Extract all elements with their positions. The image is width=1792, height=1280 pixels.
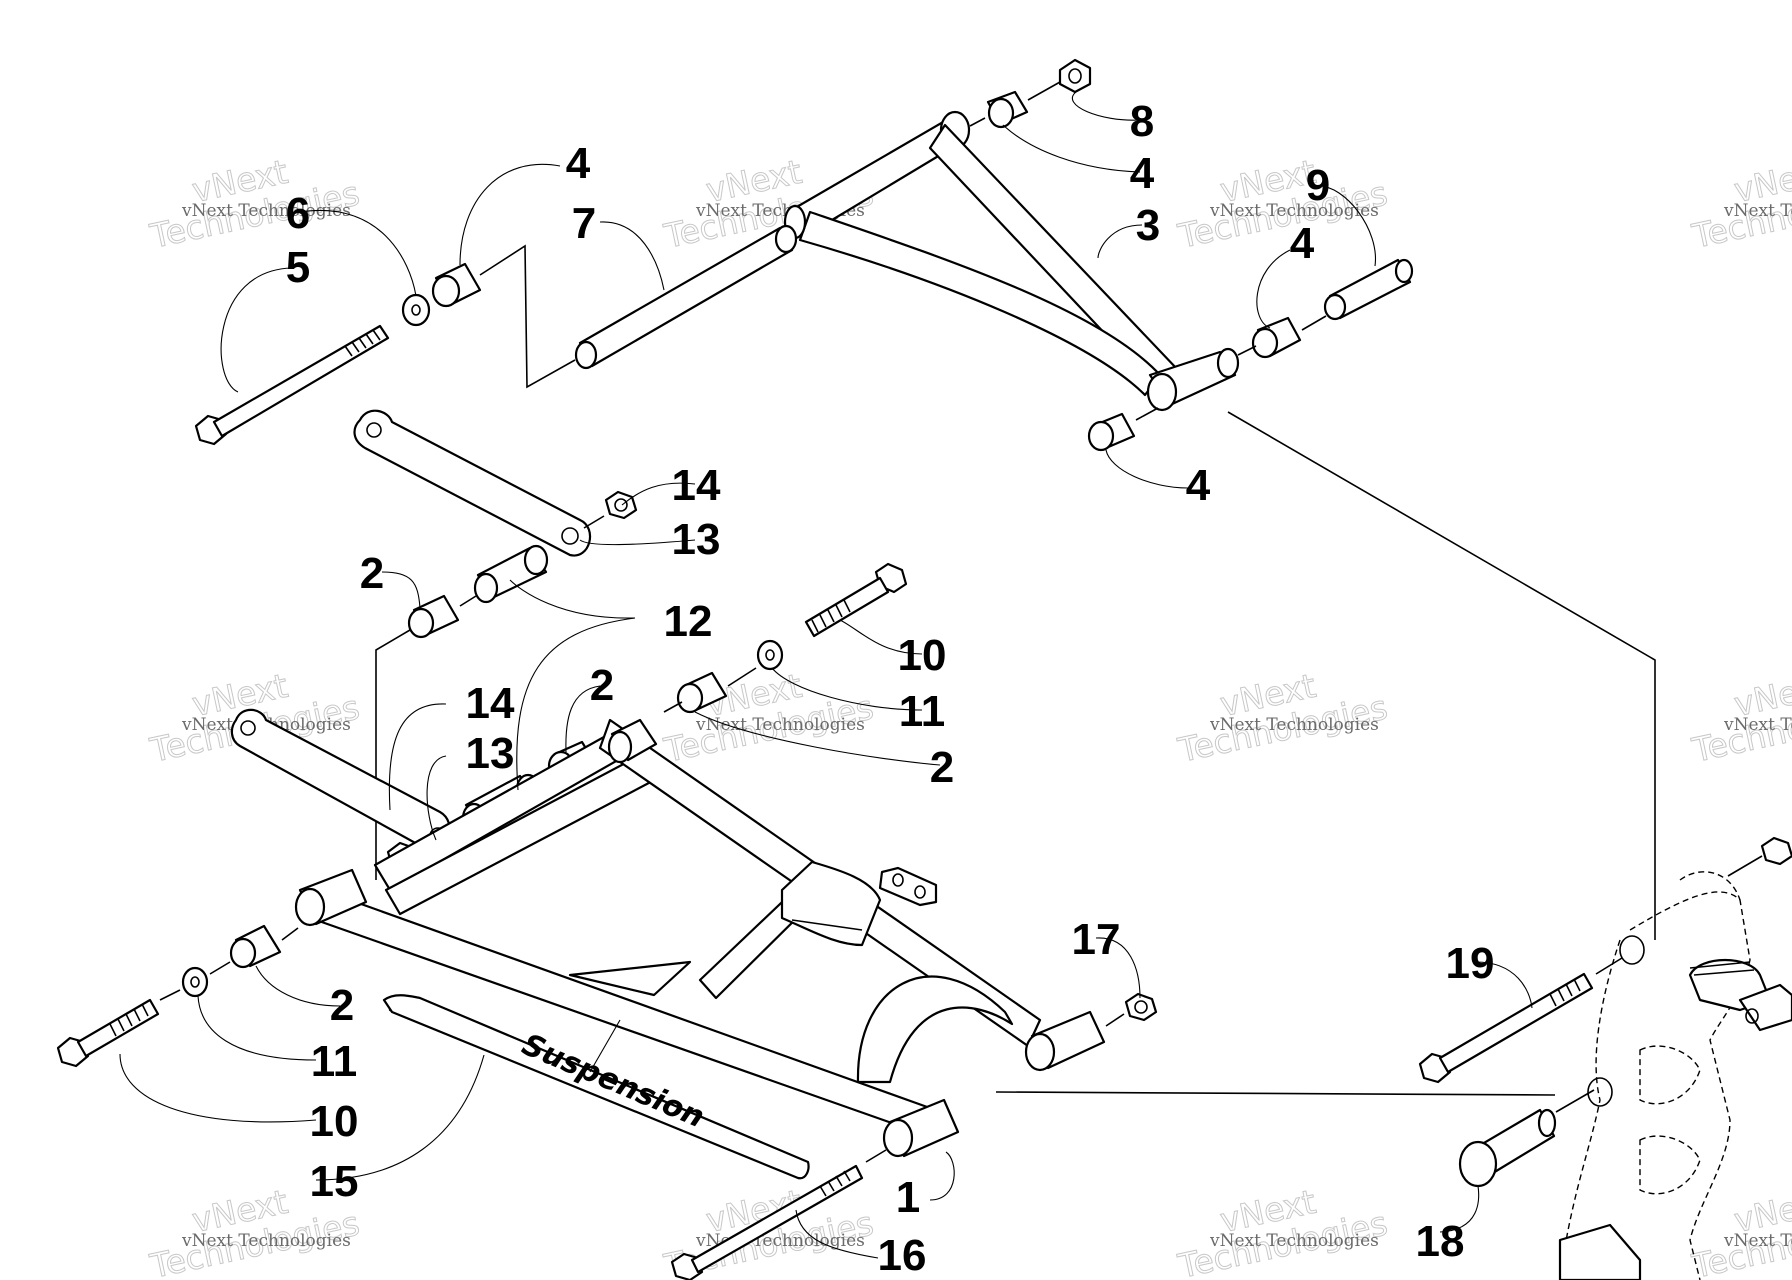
washer-11-lower (181, 966, 209, 998)
nut-top-right (1760, 836, 1792, 866)
bolt-16 (670, 1164, 864, 1280)
callout-c12: 12 (664, 597, 713, 646)
callout-c4d: 4 (1186, 461, 1211, 510)
callout-c11a: 11 (899, 687, 946, 736)
callout-c1: 1 (896, 1173, 920, 1222)
nut-17 (1124, 992, 1158, 1022)
callout-c11b: 11 (311, 1037, 358, 1086)
sleeve-9 (1323, 258, 1414, 321)
callout-c13b: 13 (466, 729, 515, 778)
bushing-2-lower (229, 924, 282, 969)
callout-c2b: 2 (590, 661, 614, 710)
decal-15: Suspension (382, 994, 810, 1180)
bushing-4-top (986, 90, 1029, 129)
bushing-4-bottom (1087, 412, 1136, 452)
callout-c16: 16 (878, 1231, 927, 1280)
washer-6 (401, 293, 431, 327)
callout-c4a: 4 (566, 139, 591, 188)
svg-text:vNext Technologies: vNext Technologies (1723, 201, 1792, 221)
callout-c9: 9 (1306, 161, 1330, 210)
callout-c17: 17 (1072, 915, 1121, 964)
svg-text:vNext Technologies: vNext Technologies (695, 715, 865, 735)
bushing-4-left (431, 262, 482, 308)
lower-a-arm (294, 718, 1106, 1158)
svg-text:vNext Technologies: vNext Technologies (1209, 1231, 1379, 1251)
leader-lines (119, 91, 1533, 1259)
svg-text:vNext Technologies: vNext Technologies (1723, 1231, 1792, 1251)
callout-c4c: 4 (1290, 219, 1315, 268)
svg-text:vNext Technologies: vNext Technologies (1723, 715, 1792, 735)
callout-c3: 3 (1136, 201, 1160, 250)
callout-c14b: 14 (466, 679, 515, 728)
link-13-upper (353, 409, 591, 557)
callout-c5: 5 (286, 243, 310, 292)
bolt-10-upper (804, 562, 908, 638)
bolt-10-lower (56, 998, 160, 1068)
callout-c7: 7 (572, 199, 596, 248)
pivot-shaft-7 (574, 224, 798, 370)
callout-c10b: 10 (310, 1097, 359, 1146)
svg-text:vNext Technologies: vNext Technologies (1209, 715, 1379, 735)
upper-a-arm (783, 110, 1240, 412)
spindle (1558, 871, 1792, 1280)
callout-c6: 6 (286, 189, 310, 238)
callout-c4b: 4 (1130, 149, 1155, 198)
callout-c14a: 14 (672, 461, 721, 510)
sleeve-12-upper (473, 544, 549, 604)
callout-c2d: 2 (330, 981, 354, 1030)
nut-8 (1058, 58, 1092, 94)
callout-c8: 8 (1130, 97, 1154, 146)
callout-c10a: 10 (898, 631, 947, 680)
bushing-2-upper (407, 594, 460, 639)
svg-text:vNext Technologies: vNext Technologies (181, 201, 351, 221)
svg-text:vNext Technologies: vNext Technologies (1209, 201, 1379, 221)
washer-11-upper (756, 639, 784, 671)
callout-c2c: 2 (930, 743, 954, 792)
callout-c2a: 2 (360, 549, 384, 598)
callout-c15: 15 (310, 1157, 359, 1206)
callout-c19: 19 (1446, 939, 1495, 988)
pin-18 (1458, 1108, 1557, 1188)
bushing-4-right (1251, 316, 1302, 359)
bolt-19 (1418, 972, 1594, 1084)
nut-14-upper (604, 490, 638, 520)
callout-c13a: 13 (672, 515, 721, 564)
svg-text:vNext Technologies: vNext Technologies (181, 1231, 351, 1251)
bolt-5 (194, 324, 390, 446)
callout-c18: 18 (1416, 1217, 1465, 1266)
bushing-2-upper-right (676, 671, 728, 714)
